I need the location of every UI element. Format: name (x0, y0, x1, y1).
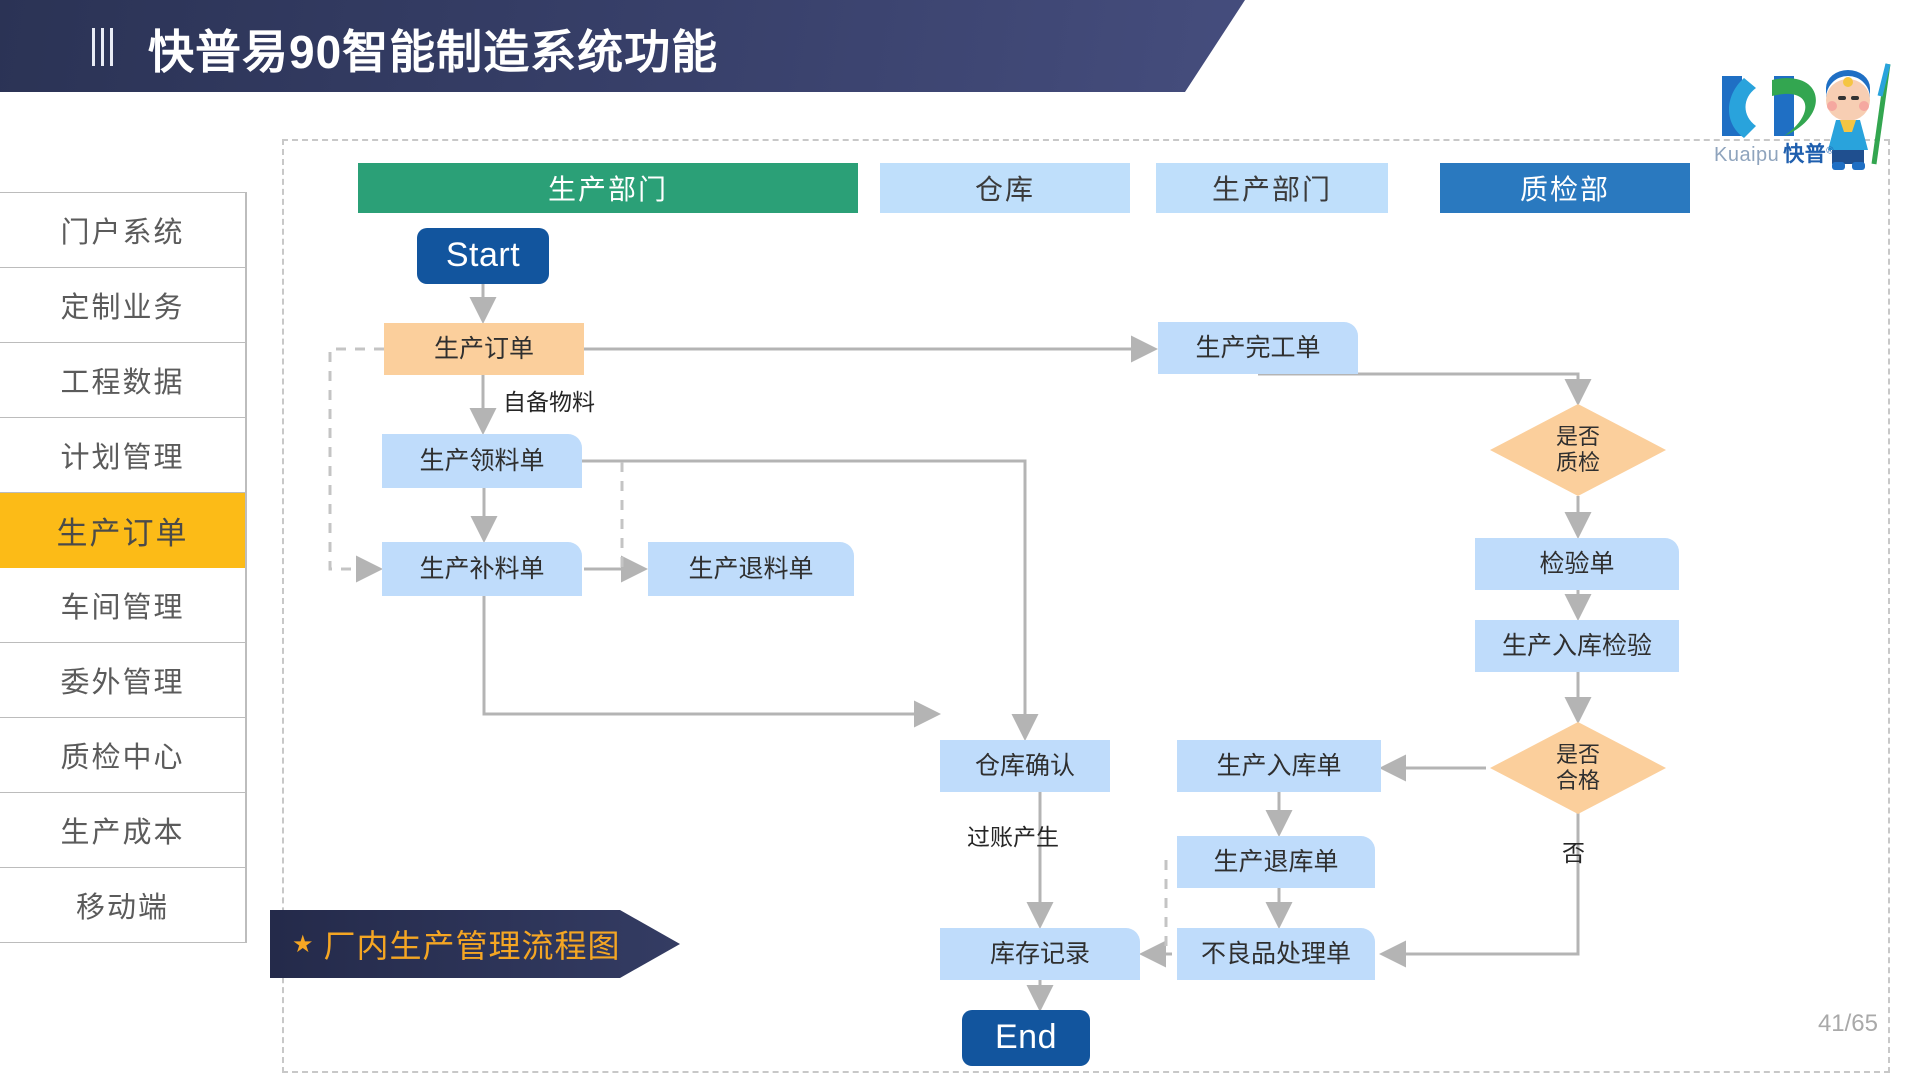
lane-label: 生产部门 (547, 174, 668, 205)
lane-label: 生产部门 (1211, 174, 1332, 205)
lane-header-qc: 质检部 (1440, 163, 1690, 213)
hamburger-bars-icon[interactable] (92, 27, 128, 67)
flowchart-canvas (282, 139, 1890, 1073)
node-label: 生产入库单 (1216, 751, 1342, 780)
logo-latin: Kuaipu (1714, 144, 1780, 166)
sidebar-item-cost[interactable]: 生产成本 (0, 793, 245, 868)
node-stock-in[interactable]: 生产入库单 (1177, 740, 1381, 792)
star-icon: ★ (292, 930, 314, 958)
node-label: 生产退库单 (1213, 847, 1339, 876)
decision-line-2: 质检 (1555, 450, 1600, 475)
node-stock-record[interactable]: 库存记录 (940, 928, 1140, 980)
lane-label: 质检部 (1519, 174, 1610, 205)
sidebar-item-label: 门户系统 (60, 217, 185, 249)
sidebar-item-label: 生产订单 (56, 515, 189, 551)
logo-graphic (1722, 63, 1891, 170)
node-label: 库存记录 (989, 939, 1090, 968)
node-label: 生产领料单 (419, 446, 545, 475)
node-label: 生产入库检验 (1501, 631, 1652, 660)
node-production-complete[interactable]: 生产完工单 (1158, 322, 1358, 374)
node-label: End (995, 1018, 1057, 1057)
sidebar-item-label: 工程数据 (60, 367, 185, 399)
sidebar-item-outsourcing[interactable]: 委外管理 (0, 643, 245, 718)
page-title: 快普易90智能制造系统功能 (148, 26, 719, 78)
lane-header-production-2: 生产部门 (1156, 163, 1388, 213)
node-material-return[interactable]: 生产退料单 (648, 542, 854, 596)
node-production-order[interactable]: 生产订单 (384, 323, 584, 375)
sidebar-item-quality[interactable]: 质检中心 (0, 718, 245, 793)
node-label: 检验单 (1539, 549, 1615, 578)
node-label: 生产退料单 (688, 554, 814, 583)
sidebar-item-custom[interactable]: 定制业务 (0, 268, 245, 343)
node-stock-return[interactable]: 生产退库单 (1177, 836, 1375, 888)
decision-line-2: 合格 (1555, 768, 1600, 793)
sidebar-item-label: 移动端 (75, 892, 169, 924)
decision-line-1: 是否 (1555, 423, 1600, 449)
node-warehouse-confirm[interactable]: 仓库确认 (940, 740, 1110, 792)
sidebar-item-engineering[interactable]: 工程数据 (0, 343, 245, 418)
node-material-pick-list[interactable]: 生产领料单 (382, 434, 582, 488)
decision-line-1: 是否 (1555, 741, 1600, 767)
edge-label-posting-generated: 过账产生 (967, 824, 1059, 850)
header-bar (0, 0, 1245, 92)
sidebar-item-production-order[interactable]: 生产订单 (0, 493, 245, 568)
edge-label-self-material: 自备物料 (503, 389, 595, 415)
node-inbound-inspection[interactable]: 生产入库检验 (1475, 620, 1679, 672)
node-label: Start (445, 236, 521, 275)
sidebar-item-label: 质检中心 (60, 742, 185, 774)
sidebar-item-workshop[interactable]: 车间管理 (0, 568, 245, 643)
node-label: 生产完工单 (1195, 333, 1321, 362)
node-label: 仓库确认 (974, 751, 1075, 780)
caption-text: 厂内生产管理流程图 (323, 928, 621, 964)
node-defect-handling[interactable]: 不良品处理单 (1177, 928, 1375, 980)
node-material-replenish[interactable]: 生产补料单 (382, 542, 582, 596)
node-label: 不良品处理单 (1200, 939, 1351, 968)
lane-header-warehouse: 仓库 (880, 163, 1130, 213)
logo-trademark: ® (1826, 145, 1835, 157)
logo-cn: 快普 (1783, 143, 1827, 166)
sidebar-item-planning[interactable]: 计划管理 (0, 418, 245, 493)
sidebar-item-mobile[interactable]: 移动端 (0, 868, 245, 943)
sidebar-item-label: 生产成本 (60, 817, 185, 849)
node-label: 生产订单 (433, 334, 534, 363)
node-start[interactable]: Start (417, 228, 549, 284)
page-indicator: 41/65 (1817, 1010, 1878, 1037)
sidebar-item-portal[interactable]: 门户系统 (0, 192, 245, 268)
lane-header-production-1: 生产部门 (358, 163, 858, 213)
node-inspection-sheet[interactable]: 检验单 (1475, 538, 1679, 590)
caption-banner: ★ 厂内生产管理流程图 (270, 910, 680, 978)
node-end[interactable]: End (962, 1010, 1090, 1066)
sidebar-item-label: 委外管理 (60, 667, 185, 699)
lane-label: 仓库 (974, 174, 1035, 205)
node-label: 生产补料单 (419, 554, 545, 583)
edge-label-no-branch: 否 (1562, 840, 1585, 866)
sidebar-nav: 门户系统 定制业务 工程数据 计划管理 生产订单 车间管理 委外管理 质检中心 … (0, 192, 247, 943)
sidebar-item-label: 车间管理 (60, 592, 185, 624)
sidebar-item-label: 计划管理 (60, 442, 185, 474)
sidebar-item-label: 定制业务 (60, 292, 185, 324)
